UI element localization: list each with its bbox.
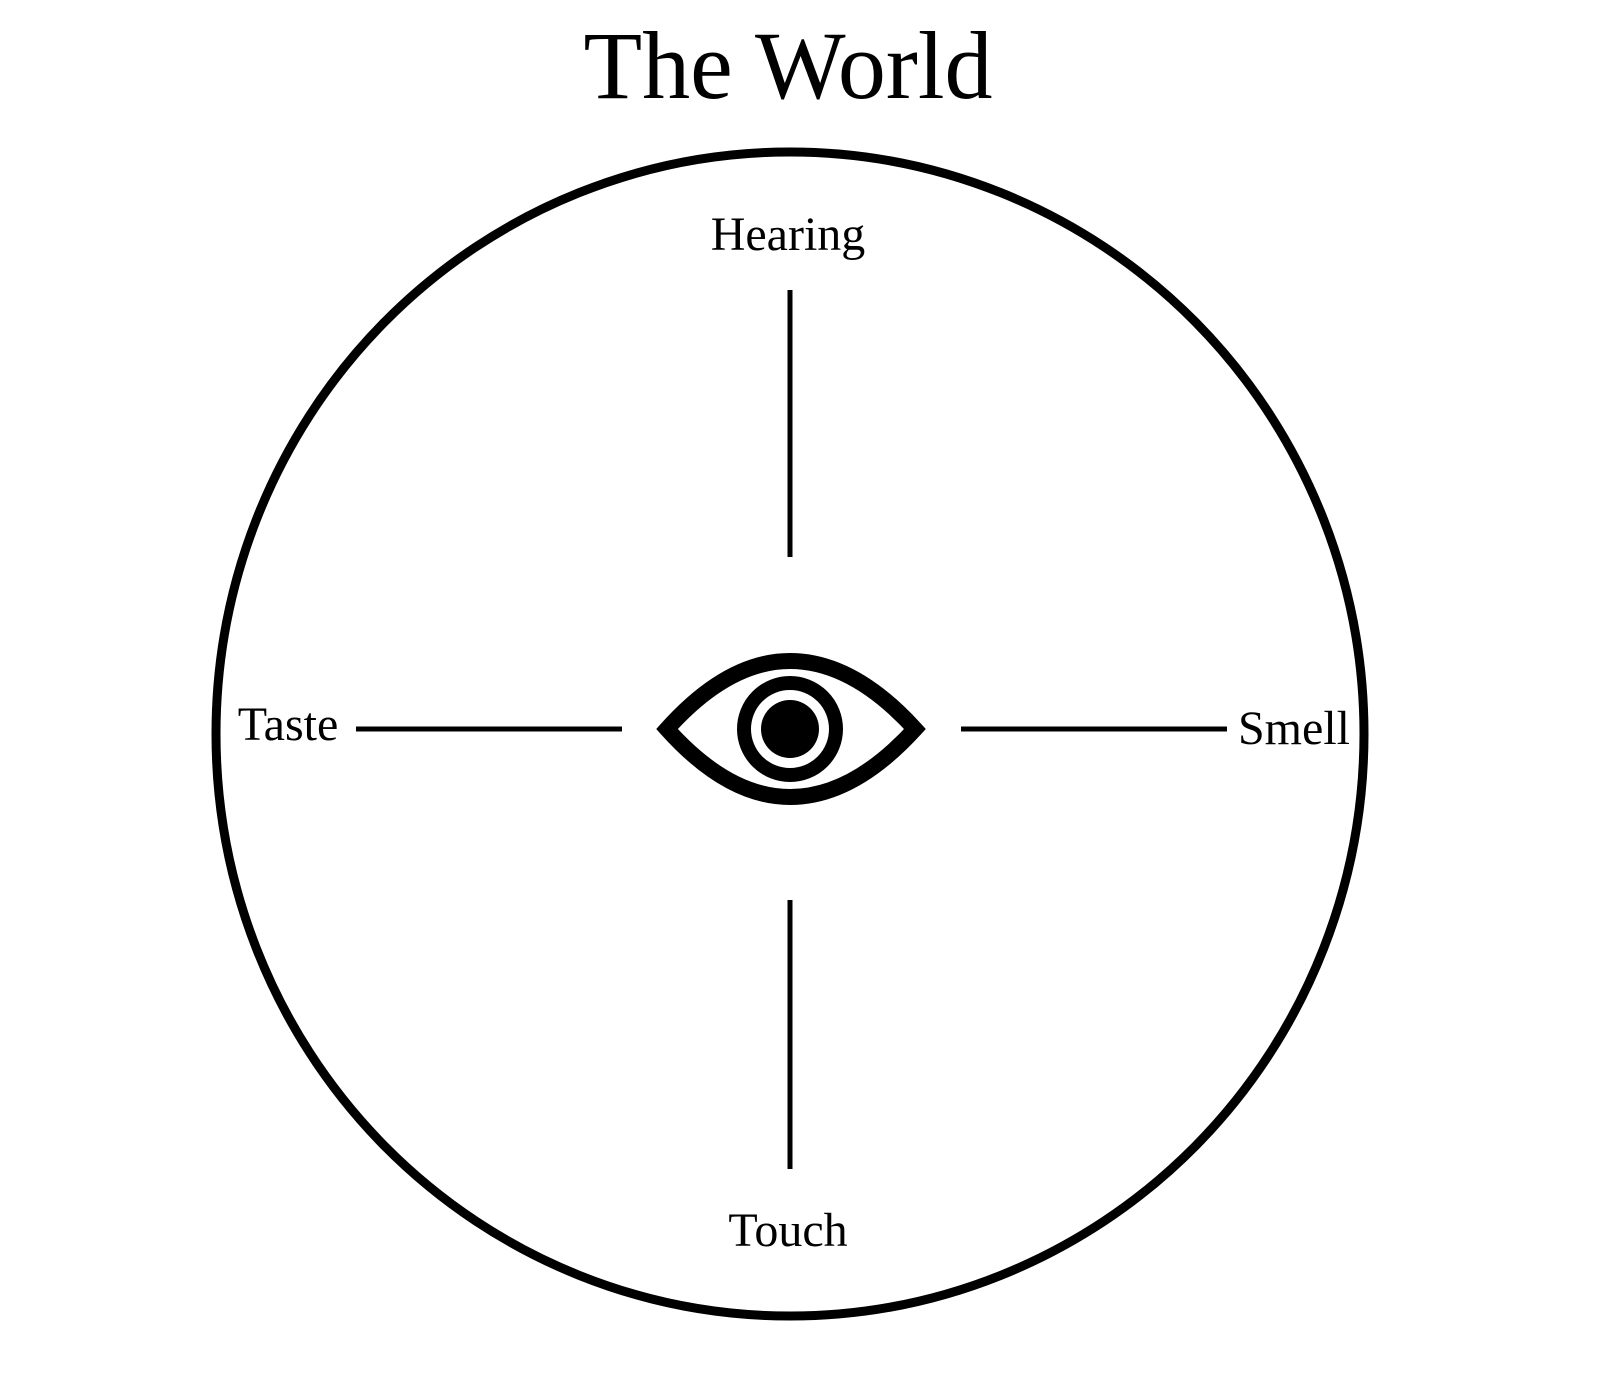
world-circle — [211, 147, 1369, 1321]
eye-pupil — [761, 700, 819, 758]
eye-iris — [737, 676, 843, 782]
label-touch: Touch — [728, 1204, 847, 1257]
diagram-title: The World — [583, 12, 992, 119]
label-smell: Smell — [1238, 702, 1350, 755]
eye-outline — [656, 652, 926, 806]
eye-icon — [656, 652, 926, 806]
label-hearing: Hearing — [711, 208, 866, 261]
label-taste: Taste — [238, 698, 339, 751]
